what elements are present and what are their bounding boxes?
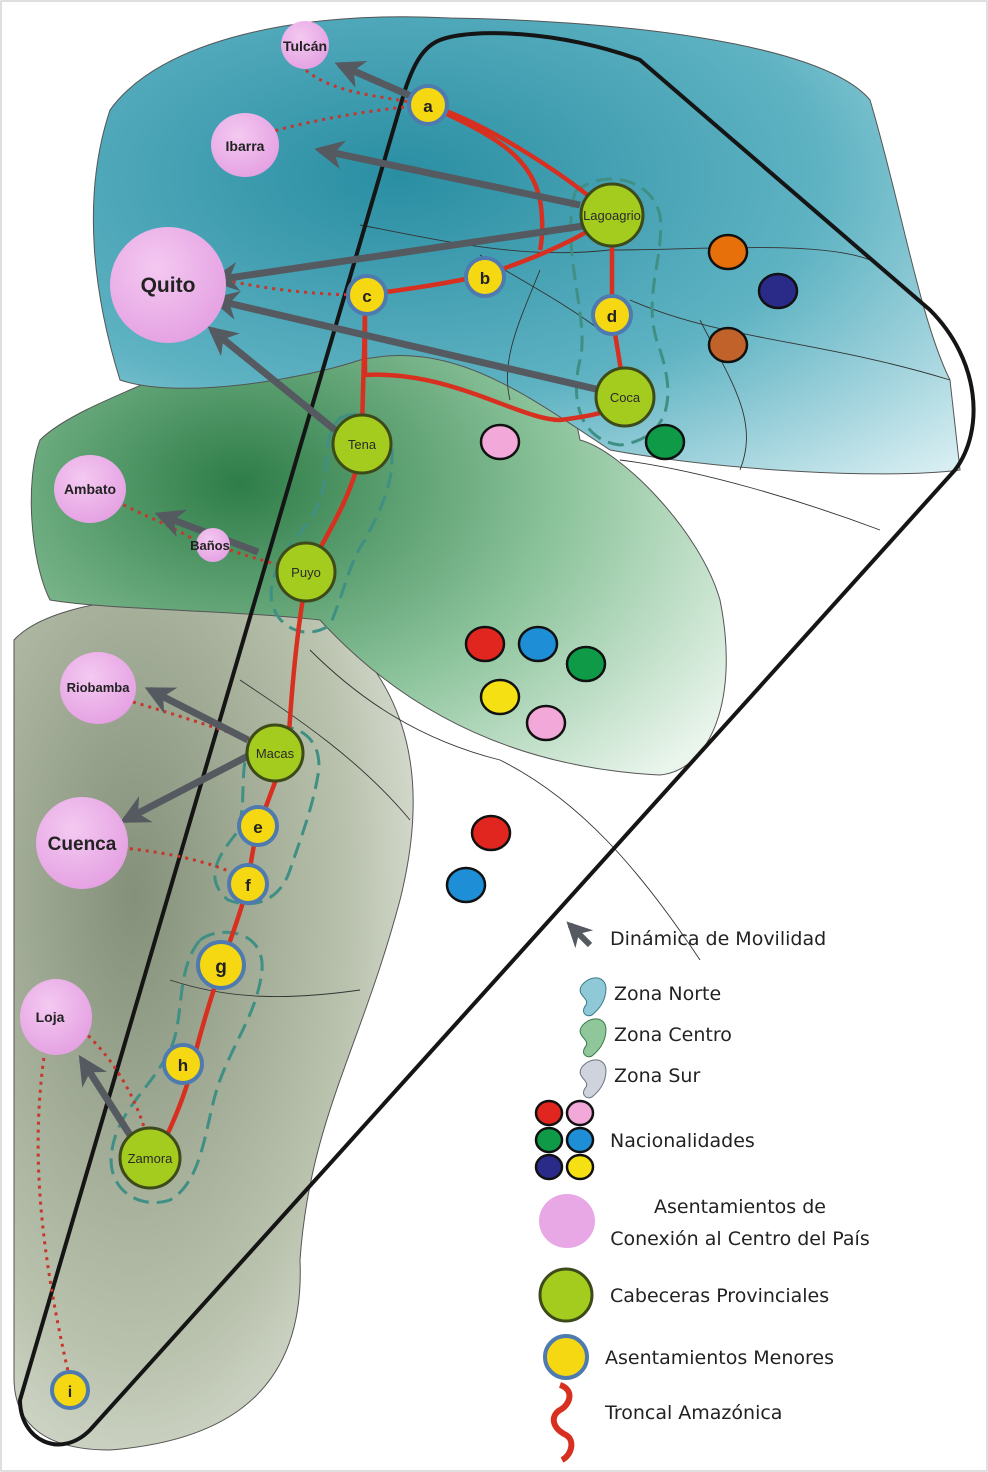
provincial-capital-icon [538,1267,594,1323]
nationality-dot [517,625,559,663]
settlement-riobamba [60,652,136,724]
nationality-dot [445,866,487,904]
nationality-dot [479,678,521,716]
settlement-banos [196,528,230,562]
zona-norte-region [92,16,961,475]
legend-zona-centro: Zona Centro [614,1024,732,1046]
minor-settlement-h: h [162,1043,204,1085]
zona-sur-icon [579,1059,607,1099]
svg-text:d: d [607,307,617,326]
capital-puyo [275,541,337,603]
svg-text:h: h [178,1056,188,1075]
provincial-capitals [118,182,656,1190]
legend-zona-sur: Zona Sur [614,1065,700,1087]
svg-text:f: f [245,876,251,895]
settlement-ambato [54,455,126,523]
settlement-tulcan [281,21,329,69]
svg-text:e: e [253,818,262,837]
minor-settlement-b: b [464,256,506,298]
settlement-cuenca [36,797,128,889]
legend-asentamientos-1: Asentamientos de [654,1196,826,1218]
mobility-arrows [78,60,601,1137]
svg-text:a: a [423,97,433,116]
legend: Dinámica de Movilidad Zona Norte Zona Ce… [534,921,870,1463]
settlement-quito [110,227,226,343]
settlement-loja [20,979,92,1055]
svg-text:b: b [480,269,490,288]
nationality-dot [644,423,686,461]
legend-menores: Asentamientos Menores [605,1347,834,1369]
label-tena: Tena [348,437,377,452]
svg-text:g: g [215,957,227,978]
label-riobamba: Riobamba [67,680,131,695]
legend-asentamientos-2: Conexión al Centro del País [610,1228,869,1250]
nationality-dot [479,423,521,461]
zona-norte-icon [579,977,607,1017]
label-zamora: Zamora [128,1151,174,1166]
label-ibarra: Ibarra [226,138,265,154]
troncal-icon [550,1382,575,1463]
minor-settlement-i: i [50,1370,90,1410]
capital-coca [594,366,656,428]
nationality-dot [757,272,799,310]
nationalities-icon [534,1099,595,1181]
nationality-dot [707,233,749,271]
legend-mobility: Dinámica de Movilidad [610,928,826,950]
connection-settlement-icon [539,1194,595,1248]
capital-lagoagrio [579,182,645,248]
label-ambato: Ambato [64,481,116,497]
connection-settlements: Tulcán Ibarra Quito Ambato Baños Riobamb… [20,21,329,1055]
capital-labels: Lagoagrio Coca Tena Puyo Macas Zamora [128,208,641,1166]
capital-tena [331,413,393,475]
nationality-dot [565,645,607,683]
minor-settlement-c: c [346,274,388,316]
label-cuenca: Cuenca [48,834,117,855]
zona-centro-icon [579,1018,607,1058]
minor-settlement-f: f [227,863,269,905]
legend-cabeceras: Cabeceras Provinciales [610,1285,829,1307]
mobility-arrow-icon [566,921,594,949]
legend-zona-norte: Zona Norte [614,983,721,1005]
label-coca: Coca [610,390,641,405]
svg-text:c: c [362,287,371,306]
label-macas: Macas [256,746,295,761]
nationality-dot [525,704,567,742]
minor-settlement-g: g [196,940,246,990]
label-banos: Baños [190,538,230,553]
legend-troncal: Troncal Amazónica [604,1402,782,1424]
settlement-ibarra [211,113,279,177]
label-tulcan: Tulcán [283,38,327,54]
minor-settlement-a: a [407,84,449,126]
capital-macas [245,723,305,783]
minor-settlements: a b c d e f g h i [50,84,633,1410]
minor-settlement-icon [543,1334,589,1380]
minor-settlement-d: d [591,294,633,336]
minor-settlement-e: e [237,805,279,847]
label-loja: Loja [36,1009,65,1025]
label-quito: Quito [141,274,196,297]
nationality-dot [470,814,512,852]
label-puyo: Puyo [291,565,321,580]
capital-zamora [118,1126,182,1190]
nationality-dot [464,625,506,663]
nationality-dot [707,326,749,364]
label-lagoagrio: Lagoagrio [583,208,641,223]
legend-nacionalidades: Nacionalidades [610,1130,755,1152]
svg-text:i: i [68,1384,72,1401]
nationality-dots-map [445,233,799,904]
